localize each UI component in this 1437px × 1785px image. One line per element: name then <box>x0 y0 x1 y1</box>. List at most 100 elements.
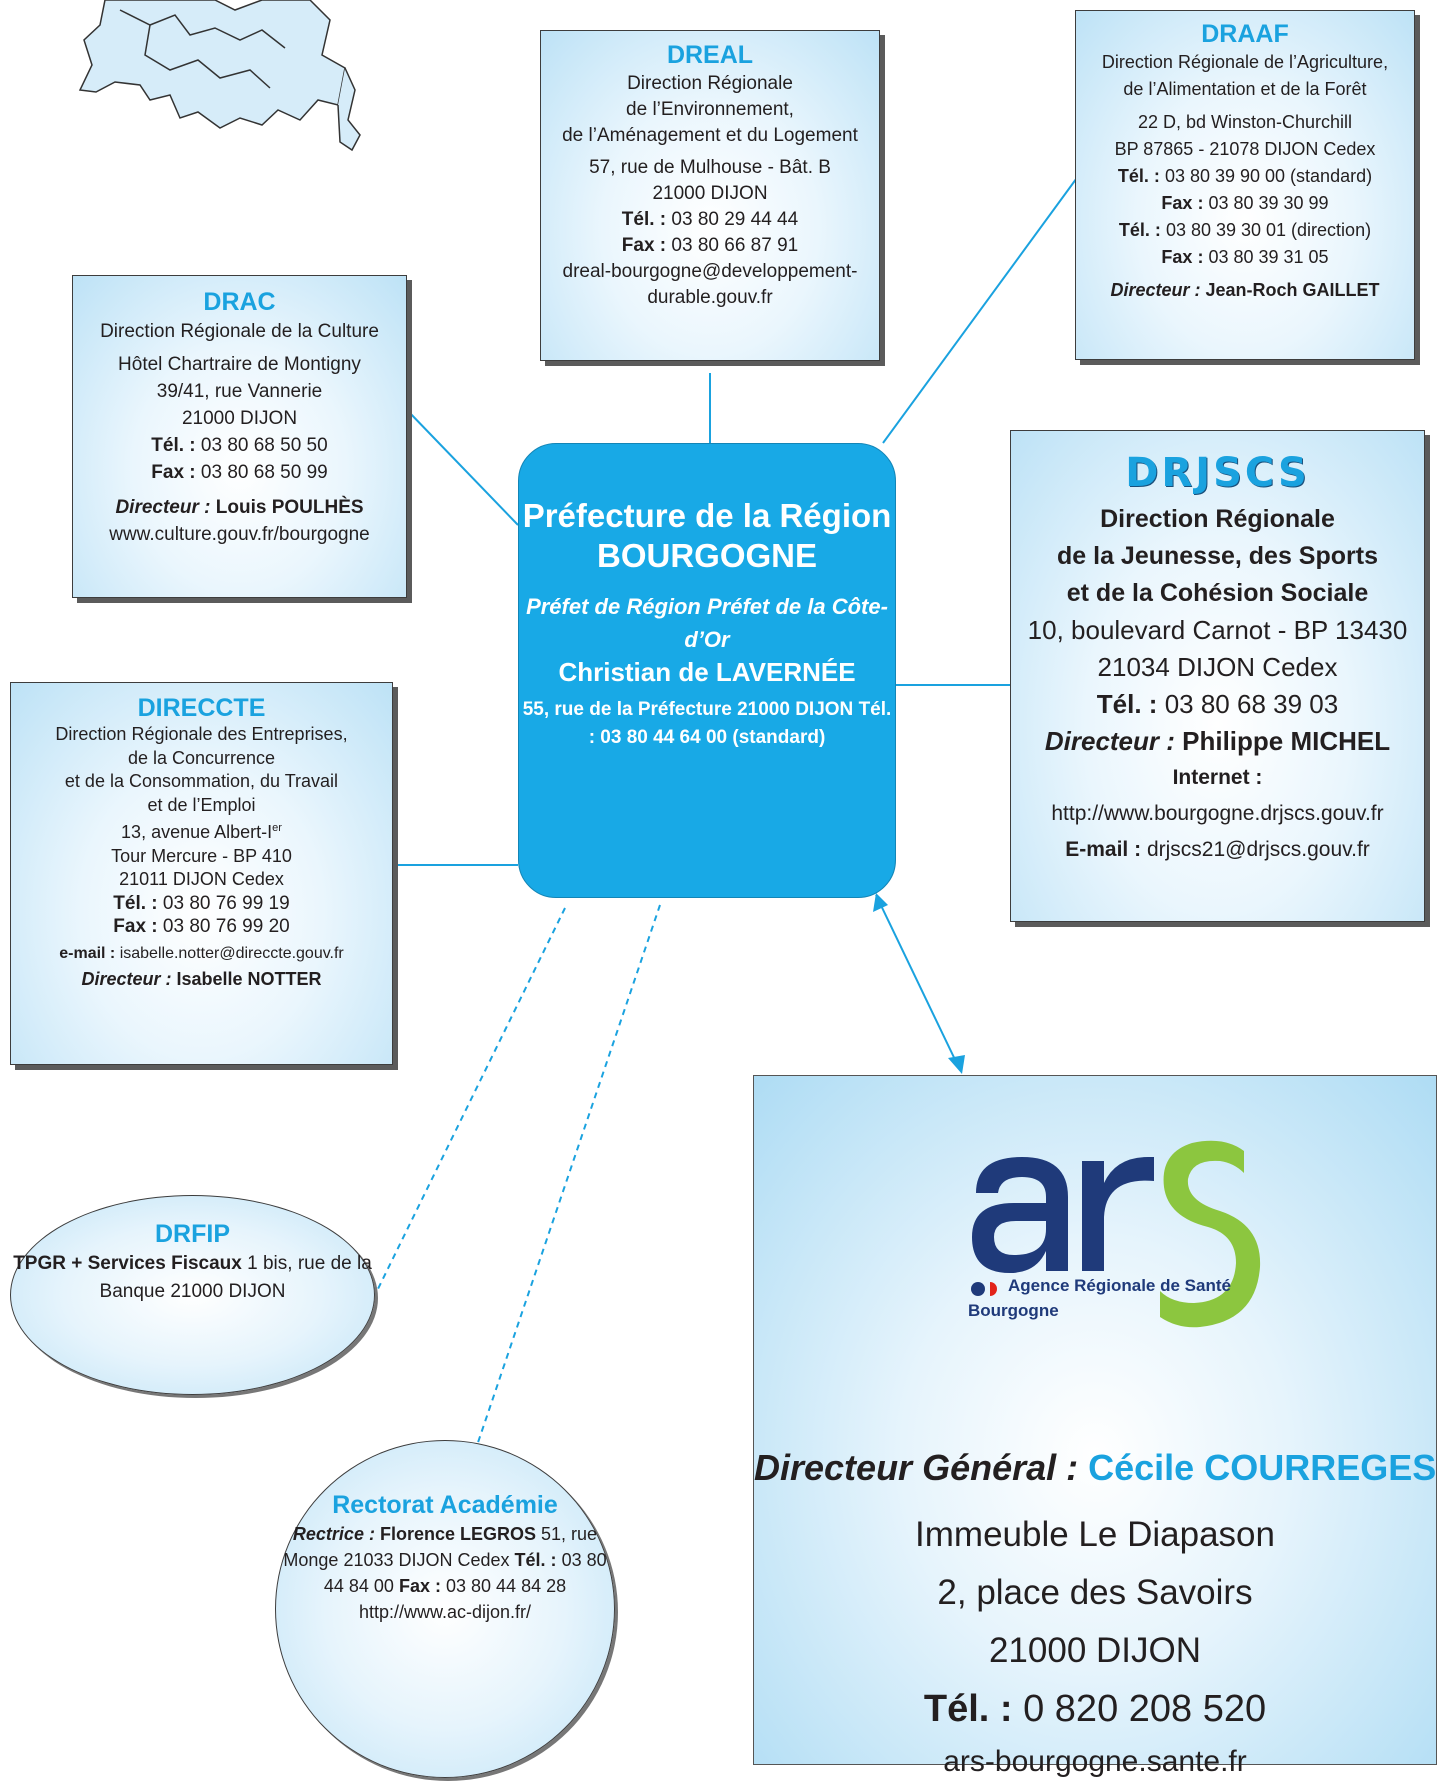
dreal-box: DREAL Direction Régionale de l’Environne… <box>540 30 880 361</box>
email-label: E-mail : <box>1065 838 1142 861</box>
rectorat-tel: Tél. : 03 80 44 84 00 <box>324 1550 607 1596</box>
tel-value: 03 80 39 90 00 (standard) <box>1164 166 1373 186</box>
draaf-box: DRAAF Direction Régionale de l’Agricultu… <box>1075 10 1415 360</box>
rectorat-fax: Fax : 03 80 44 84 28 <box>399 1576 566 1596</box>
ars-region: Bourgogne <box>968 1301 1059 1320</box>
drfip-subtitle: TPGR + Services Fiscaux <box>13 1253 242 1274</box>
director-label: Directeur : <box>115 497 211 518</box>
address-sup: er <box>272 822 282 834</box>
email-value: drjscs21@drjscs.gouv.fr <box>1146 838 1370 861</box>
link-drac <box>406 409 519 526</box>
prefecture-title-line: de la Région <box>695 497 892 534</box>
prefecture-title-line: BOURGOGNE <box>596 537 817 574</box>
dreal-address-line: 57, rue de Mulhouse - Bât. B <box>589 157 831 178</box>
direccte-desc-line: Direction Régionale des Entreprises, <box>55 724 348 744</box>
tel-value: 03 80 29 44 44 <box>671 209 799 230</box>
drjscs-address-line: 10, boulevard Carnot - BP 13430 <box>1027 615 1408 645</box>
dreal-email-line: durable.gouv.fr <box>647 287 773 308</box>
tel-label: Tél. : <box>151 435 196 456</box>
ars-logo-half-dot <box>990 1282 997 1296</box>
prefect-name: Christian de LAVERNÉE <box>558 657 856 687</box>
prefecture-title-line: Préfecture <box>522 497 686 534</box>
fax-value: 03 80 68 50 99 <box>200 462 328 483</box>
fax-label: Fax : <box>398 1576 441 1596</box>
director-name: Louis POULHÈS <box>215 497 364 518</box>
tel-label: Tél. : <box>923 1688 1013 1730</box>
director-label: Directeur : <box>81 969 172 989</box>
drac-box: DRAC Direction Régionale de la Culture H… <box>72 275 407 598</box>
dreal-address-line: 21000 DIJON <box>652 183 768 204</box>
prefecture-address-line: 55, rue de la Préfecture <box>522 699 732 720</box>
rectorat-address-line: 21033 DIJON Cedex <box>343 1550 510 1570</box>
drac-address-line: Hôtel Chartraire de Montigny <box>118 354 361 375</box>
ars-logo-letter-r <box>1082 1157 1154 1271</box>
prefect-role-line: Préfet de Région <box>526 594 701 619</box>
tel-label: Tél. : <box>1096 689 1158 719</box>
draaf-director: Directeur : Jean-Roch GAILLET <box>1076 277 1414 304</box>
tel-value: 03 80 39 30 01 (direction) <box>1165 220 1372 240</box>
dreal-email-line: dreal-bourgogne@developpement- <box>562 261 858 282</box>
rectorat-web: http://www.ac-dijon.fr/ <box>358 1602 532 1622</box>
dreal-desc-line: Direction Régionale <box>627 73 793 94</box>
rectorat-address-line: 51, rue Monge <box>283 1524 598 1570</box>
drjscs-desc-line: de la Jeunesse, des Sports <box>1057 542 1378 570</box>
tel-value: 03 80 68 50 50 <box>200 435 328 456</box>
link-rectorat <box>467 904 661 1473</box>
ars-logo-letter-a <box>972 1157 1068 1273</box>
dreal-title: DREAL <box>666 41 754 69</box>
ars-address-line: Immeuble Le Diapason <box>915 1515 1275 1554</box>
fax-value: 03 80 66 87 91 <box>671 235 799 256</box>
director-name: Cécile COURREGES <box>1088 1447 1437 1488</box>
link-ars <box>875 894 961 1071</box>
direccte-desc-line: et de l’Emploi <box>147 794 256 815</box>
drac-desc: Direction Régionale de la Culture <box>100 321 379 342</box>
tel-value: 03 80 44 84 00 <box>323 1550 607 1596</box>
tel-label: Tél. : <box>1118 220 1161 240</box>
prefecture-center-box: Préfecture de la Région BOURGOGNE Préfet… <box>518 443 896 898</box>
drjscs-box: DRJSCS Direction Régionale de la Jeuness… <box>1010 430 1425 922</box>
ars-address-line: 21000 DIJON <box>988 1631 1202 1670</box>
tel-value: 03 80 76 99 19 <box>162 892 290 914</box>
tel-label: Tél. : <box>113 892 158 914</box>
ars-logo-dot <box>971 1282 985 1296</box>
draaf-fax2: Fax : 03 80 39 31 05 <box>1076 244 1414 271</box>
fax-label: Fax : <box>1161 247 1204 267</box>
direccte-box: DIRECCTE Direction Régionale des Entrepr… <box>10 682 393 1065</box>
direccte-tel: Tél. : 03 80 76 99 19 <box>11 892 392 916</box>
drfip-title: DRFIP <box>155 1220 230 1248</box>
director-label: Rectrice : <box>292 1524 375 1544</box>
director-name: Jean-Roch GAILLET <box>1205 280 1380 300</box>
map-fragment <box>78 0 361 152</box>
arrow-head-up <box>873 893 888 912</box>
dreal-desc-line: de l’Aménagement et du Logement <box>562 125 858 146</box>
tel-label: Tél. : <box>621 209 667 230</box>
direccte-desc-line: de la Concurrence <box>127 747 276 768</box>
direccte-address-line: 21011 DIJON Cedex <box>119 869 284 889</box>
drjscs-internet-label: Internet : <box>1172 766 1263 789</box>
drac-fax: Fax : 03 80 68 50 99 <box>73 459 406 486</box>
direccte-address-line: Tour Mercure - BP 410 <box>111 845 292 866</box>
drjscs-address-line: 21034 DIJON Cedex <box>1097 652 1338 682</box>
draaf-desc-line: Direction Régionale de l’Agriculture, <box>1101 52 1389 72</box>
director-label: Directeur : <box>1110 280 1201 300</box>
email-value: isabelle.notter@direccte.gouv.fr <box>119 944 344 962</box>
prefect-role-line: Préfet de la Côte-d’Or <box>684 594 888 652</box>
prefecture-phone: Tél. : 03 80 44 64 00 (standard) <box>588 699 892 748</box>
director-label: Directeur Général : <box>754 1447 1079 1488</box>
direccte-desc-line: et de la Consommation, du Travail <box>64 771 339 791</box>
fax-label: Fax : <box>1161 193 1204 213</box>
draaf-address-line: 22 D, bd Winston-Churchill <box>1137 112 1353 132</box>
drfip-ellipse: DRFIP TPGR + Services Fiscaux 1 bis, rue… <box>10 1195 375 1395</box>
direccte-fax: Fax : 03 80 76 99 20 <box>11 915 392 939</box>
dreal-desc-line: de l’Environnement, <box>626 99 794 120</box>
fax-value: 03 80 44 84 28 <box>446 1576 567 1596</box>
dreal-tel: Tél. : 03 80 29 44 44 <box>541 207 879 233</box>
rectorat-title-line: Rectorat <box>332 1491 434 1519</box>
drac-web: www.culture.gouv.fr/bourgogne <box>109 524 370 545</box>
fax-value: 03 80 39 30 99 <box>1208 193 1329 213</box>
tel-label: Tél. : <box>514 1550 557 1570</box>
rectorat-director: Rectrice : Florence LEGROS <box>293 1524 536 1544</box>
arrow-head-down <box>948 1055 965 1074</box>
tel-label: Tél. : <box>1117 166 1160 186</box>
